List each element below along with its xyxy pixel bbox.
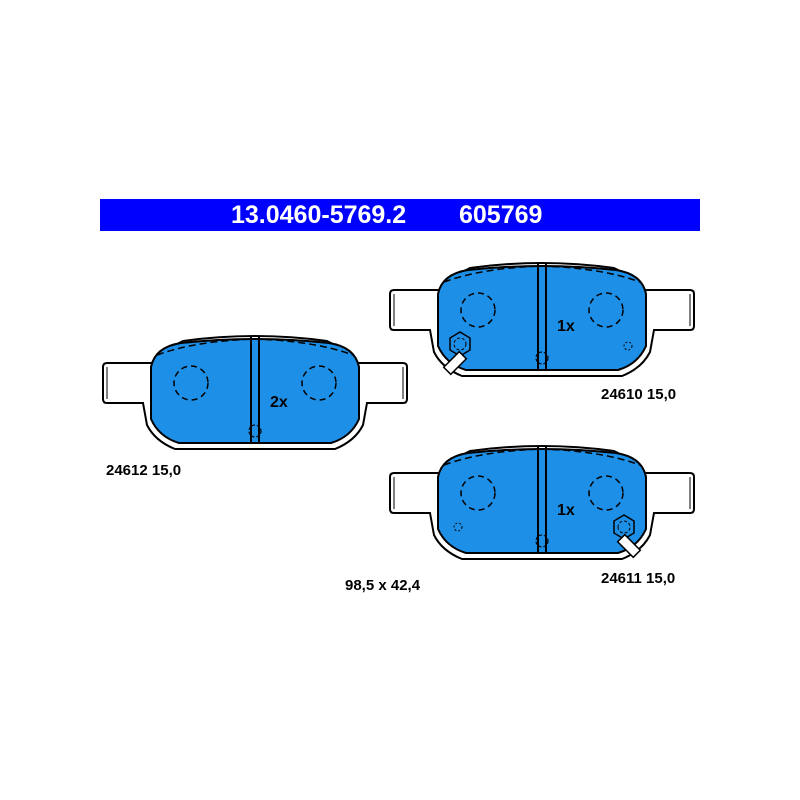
part-number: 13.0460-5769.2 xyxy=(231,201,407,229)
pad-left-label: 24612 15,0 xyxy=(106,462,182,479)
pad-left xyxy=(102,335,408,450)
pad-left-quantity: 2x xyxy=(270,394,288,411)
reference-number: 605769 xyxy=(459,201,543,229)
pad-bottom-label: 24611 15,0 xyxy=(601,570,676,587)
pad-bottom-quantity: 1x xyxy=(557,502,575,519)
dimensions-label: 98,5 x 42,4 xyxy=(345,577,421,594)
pad-top-quantity: 1x xyxy=(557,318,575,335)
pad-bottom xyxy=(389,445,695,560)
pad-top-label: 24610 15,0 xyxy=(601,386,677,403)
header-banner: 13.0460-5769.2 605769 xyxy=(100,199,700,231)
pad-top xyxy=(389,262,695,377)
